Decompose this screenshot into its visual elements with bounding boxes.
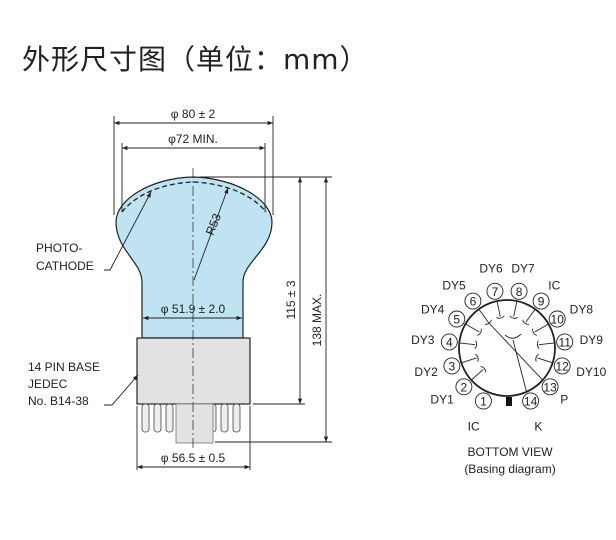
dynode-symbol [509,315,518,319]
pin-number-6: 6 [470,295,477,309]
photocathode-dashed [121,181,267,213]
base-pin [232,403,241,433]
pin-label-2: DY1 [430,393,454,407]
base-label-3: No. B14-38 [28,394,89,408]
dynode-lead [465,323,480,333]
dynode-lead [534,323,549,333]
pin-circle-5 [448,310,466,328]
dynode-symbol [522,319,530,325]
dynode-symbol [535,353,539,362]
pin-label-11: DY9 [580,333,604,347]
pin-circle-2 [455,378,473,396]
dynode-lead [459,342,476,346]
base-pin [153,403,162,433]
dynode-symbol [536,340,540,349]
base-pin [141,403,150,433]
dynode-symbol [532,328,537,336]
dynode-symbol [496,315,505,319]
seated-length-label: 115 ± 3 [284,280,298,319]
pin-circle-8 [510,282,528,300]
max-length-label: 138 MAX. [310,294,324,347]
pin-circle-13 [541,378,559,396]
pin-circle-4 [440,333,458,351]
dynode-lead [461,357,477,364]
base-body [136,337,251,405]
cathode-lead [512,339,527,392]
pin-number-10: 10 [551,313,565,327]
pin-label-13: P [560,393,568,407]
pin-number-8: 8 [516,285,523,299]
dynode-symbol [474,340,478,349]
pin-number-11: 11 [558,335,571,349]
pin-number-4: 4 [446,335,453,349]
pin-number-5: 5 [453,313,460,327]
pin-number-13: 13 [543,380,557,394]
dynode-lead [513,300,518,317]
dynode-symbol [477,328,482,336]
pin-circle-3 [443,357,461,375]
dynode-lead [537,357,553,364]
basing-subcaption: (Basing diagram) [464,462,555,476]
base-pin [220,403,229,433]
pin-circle-10 [548,310,566,328]
base-label-1: 14 PIN BASE [28,360,100,374]
pin-label-10: DY8 [570,303,594,317]
pin-circle-6 [464,292,482,310]
pin-number-2: 2 [461,380,468,394]
pin-label-6: DY5 [442,279,466,293]
base-key-mark [506,397,512,406]
base-pin [165,403,174,433]
tube-outline [115,168,273,448]
pin-label-3: DY2 [414,365,438,379]
pin-label-1: IC [468,419,480,433]
base-key [175,403,214,444]
dynode-symbol [475,353,479,362]
pin-number-14: 14 [524,394,538,408]
pin-label-4: DY3 [411,333,435,347]
pin-label-7: DY6 [479,262,503,276]
dynode-lead [496,300,501,317]
pin-number-9: 9 [538,295,545,309]
pin-circle-7 [486,282,504,300]
pin-number-1: 1 [480,394,487,408]
base-label-2: JEDEC [28,377,68,391]
dynode-lead [538,342,555,346]
dynode-lead [471,369,484,381]
pin-circle-14 [522,392,540,410]
dynode-lead [525,308,536,323]
page-title: 外形尺寸图（单位：mm） [22,43,369,76]
dynode-symbol [480,365,487,373]
anode-lead [487,321,543,381]
cathode-symbol [504,333,522,339]
pin-label-8: DY7 [511,262,535,276]
dynode-lead [478,308,489,323]
pin-label-5: DY4 [421,303,445,317]
pin-circle-1 [474,392,492,410]
pin-number-12: 12 [555,359,569,373]
dimension-lines [104,116,332,470]
pin-label-12: DY10 [576,365,606,379]
bottom-view-caption: BOTTOM VIEW [467,445,553,459]
photocathode-label-1: PHOTO- [36,241,82,255]
photocathode-label-2: CATHODE [36,259,94,273]
pin-label-14: K [534,419,542,433]
neck-diameter-label: φ 51.9 ± 2.0 [161,302,226,316]
pin-number-3: 3 [448,359,455,373]
photocathode-diameter-label: φ72 MIN. [168,132,218,146]
base-circle [458,299,556,397]
pin-circle-12 [553,357,571,375]
pin-label-9: IC [548,279,560,293]
pin-number-7: 7 [492,285,499,299]
outer-diameter-label: φ 80 ± 2 [171,107,216,121]
base-diameter-label: φ 56.5 ± 0.5 [161,451,226,465]
pin-circle-11 [556,333,574,351]
pin-circle-9 [532,292,550,310]
